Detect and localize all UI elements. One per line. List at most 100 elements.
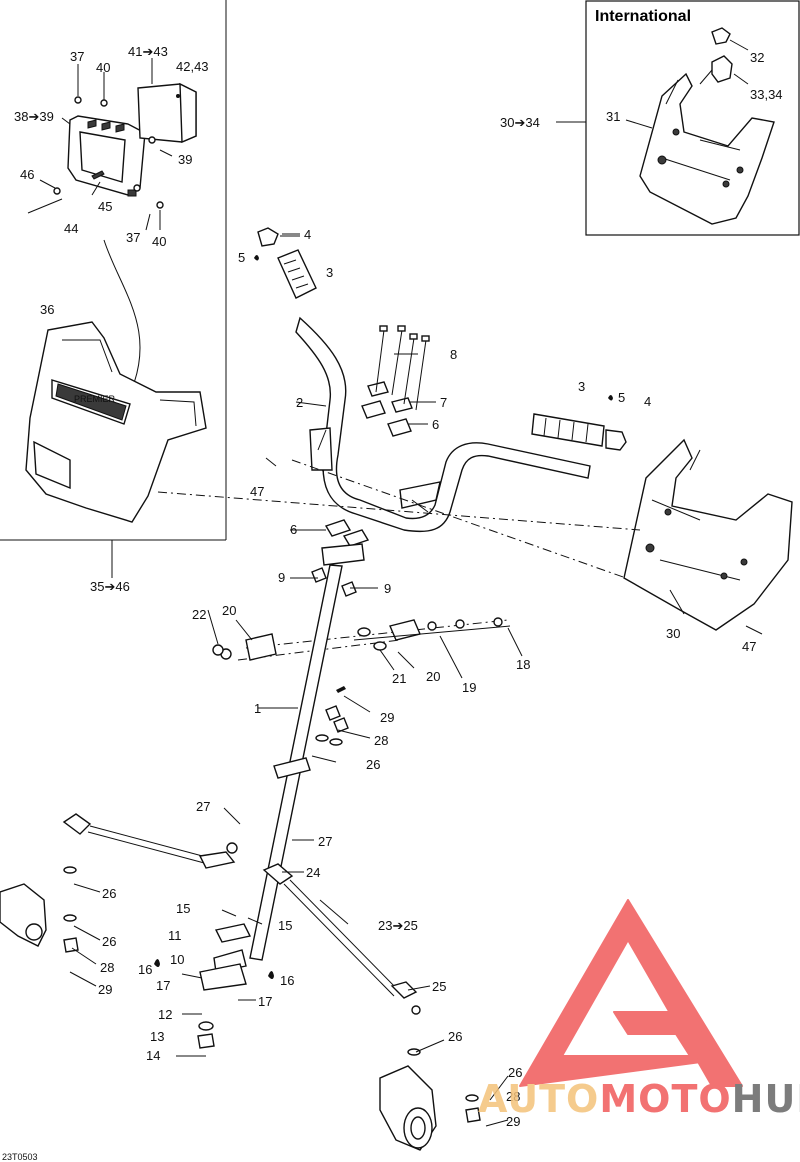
callout-27-left: 27 (196, 799, 210, 814)
callout-3-right: 3 (578, 379, 585, 394)
grip-right (531, 395, 627, 451)
inset-front-fascia (556, 27, 775, 225)
grip-left (254, 227, 317, 299)
callout-21: 21 (392, 671, 406, 686)
watermark-logo: AUTOMOTOHUB (478, 899, 800, 1121)
callout-33-34: 33,34 (750, 87, 783, 102)
callout-11: 11 (168, 928, 182, 943)
callout-1-column: 1 (254, 701, 261, 716)
callout-47-right: 47 (742, 639, 756, 654)
callout-44: 44 (64, 221, 78, 236)
diagram-code: 23T0503 (2, 1152, 38, 1162)
international-inset-frame (585, 0, 800, 236)
callout-6-top: 6 (432, 417, 439, 432)
callout-31: 31 (606, 109, 620, 124)
oil-drop-icon-16-right (268, 971, 274, 979)
svg-text:AUTOMOTOHUB: AUTOMOTOHUB (478, 1077, 800, 1121)
callout-26-left-b: 26 (102, 934, 116, 949)
callout-29-left: 29 (98, 982, 112, 997)
callout-6-lower: 6 (290, 522, 297, 537)
callout-29-right: 29 (506, 1114, 520, 1129)
watermark-hub: HUB (732, 1077, 800, 1121)
headlight-bulb (137, 82, 197, 144)
callout-5-right: 5 (618, 390, 625, 405)
right-front-fascia (623, 438, 793, 631)
callout-37-top: 37 (70, 49, 84, 64)
tie-rod-right (262, 863, 481, 1123)
handlebar (295, 316, 591, 533)
callout-25: 25 (432, 979, 446, 994)
tie-rod-left (62, 813, 238, 953)
callout-45: 45 (98, 199, 112, 214)
callout-9-right: 9 (384, 581, 391, 596)
callout-19: 19 (462, 680, 476, 695)
callout-26-right-b: 26 (508, 1065, 522, 1080)
callout-35-46: 35➔46 (90, 579, 130, 594)
callout-20-right: 20 (426, 669, 440, 684)
watermark-triangle-icon (519, 899, 743, 1087)
handlebar-clamps (324, 381, 413, 547)
callout-46: 46 (20, 167, 34, 182)
callout-30-34: 30➔34 (500, 115, 540, 130)
callout-28-upper: 28 (374, 733, 388, 748)
leader-lines (69, 233, 763, 1127)
callout-29-upper: 29 (380, 710, 394, 725)
callout-5-top: 5 (238, 250, 245, 265)
callout-26-right-a: 26 (448, 1029, 462, 1044)
callout-28-right: 28 (506, 1089, 520, 1104)
callout-22: 22 (192, 607, 206, 622)
callout-17-left: 17 (156, 978, 170, 993)
callout-27-right: 27 (318, 834, 332, 849)
callout-16-left: 16 (138, 962, 152, 977)
callout-3-top: 3 (326, 265, 333, 280)
callout-42-43: 42,43 (176, 59, 209, 74)
callout-47-left: 47 (250, 484, 264, 499)
watermark-auto: AUTO (478, 1077, 599, 1121)
oil-drop-icon-16-left (154, 959, 160, 967)
callout-8: 8 (450, 347, 457, 362)
callout-26-left-a: 26 (102, 886, 116, 901)
callout-9-left: 9 (278, 570, 285, 585)
headlight-group-frame (0, 0, 227, 541)
callout-40-bottom: 40 (152, 234, 166, 249)
inset-title: International (595, 8, 691, 25)
callout-4-right: 4 (644, 394, 651, 409)
callout-18: 18 (516, 657, 530, 672)
front-fascia: PREMIER (25, 321, 207, 523)
callout-23-25: 23➔25 (378, 918, 418, 933)
callout-41-43: 41➔43 (128, 44, 168, 59)
callout-38-39: 38➔39 (14, 109, 54, 124)
callout-40-top: 40 (96, 60, 110, 75)
svg-text:PREMIER: PREMIER (74, 394, 116, 404)
callout-13: 13 (150, 1029, 164, 1044)
callout-2: 2 (296, 395, 303, 410)
callout-37-bottom: 37 (126, 230, 140, 245)
steering-knuckle-right (379, 1065, 437, 1151)
callout-labels: 37 40 41➔43 42,43 38➔39 39 46 45 44 37 4… (2, 44, 783, 1162)
callout-4-top: 4 (304, 227, 311, 242)
callout-32: 32 (750, 50, 764, 65)
callout-20-left: 20 (222, 603, 236, 618)
callout-7: 7 (440, 395, 447, 410)
callout-10: 10 (170, 952, 184, 967)
callout-30: 30 (666, 626, 680, 641)
steering-column (212, 543, 511, 961)
clamp-bolts (375, 325, 430, 411)
callout-12: 12 (158, 1007, 172, 1022)
steering-knuckle-left (0, 883, 47, 947)
callout-24: 24 (306, 865, 320, 880)
callout-39: 39 (178, 152, 192, 167)
callout-16-right: 16 (280, 973, 294, 988)
headlight-housing (67, 115, 146, 197)
callout-36: 36 (40, 302, 54, 317)
headlight-screws (27, 96, 164, 214)
lower-column-bearing (176, 909, 263, 1057)
callout-15-left: 15 (176, 901, 190, 916)
callout-28-left: 28 (100, 960, 114, 975)
callout-17-right: 17 (258, 994, 272, 1009)
callout-14: 14 (146, 1048, 160, 1063)
callout-15-right: 15 (278, 918, 292, 933)
watermark-moto: MOTO (599, 1077, 731, 1121)
callout-26-upper: 26 (366, 757, 380, 772)
